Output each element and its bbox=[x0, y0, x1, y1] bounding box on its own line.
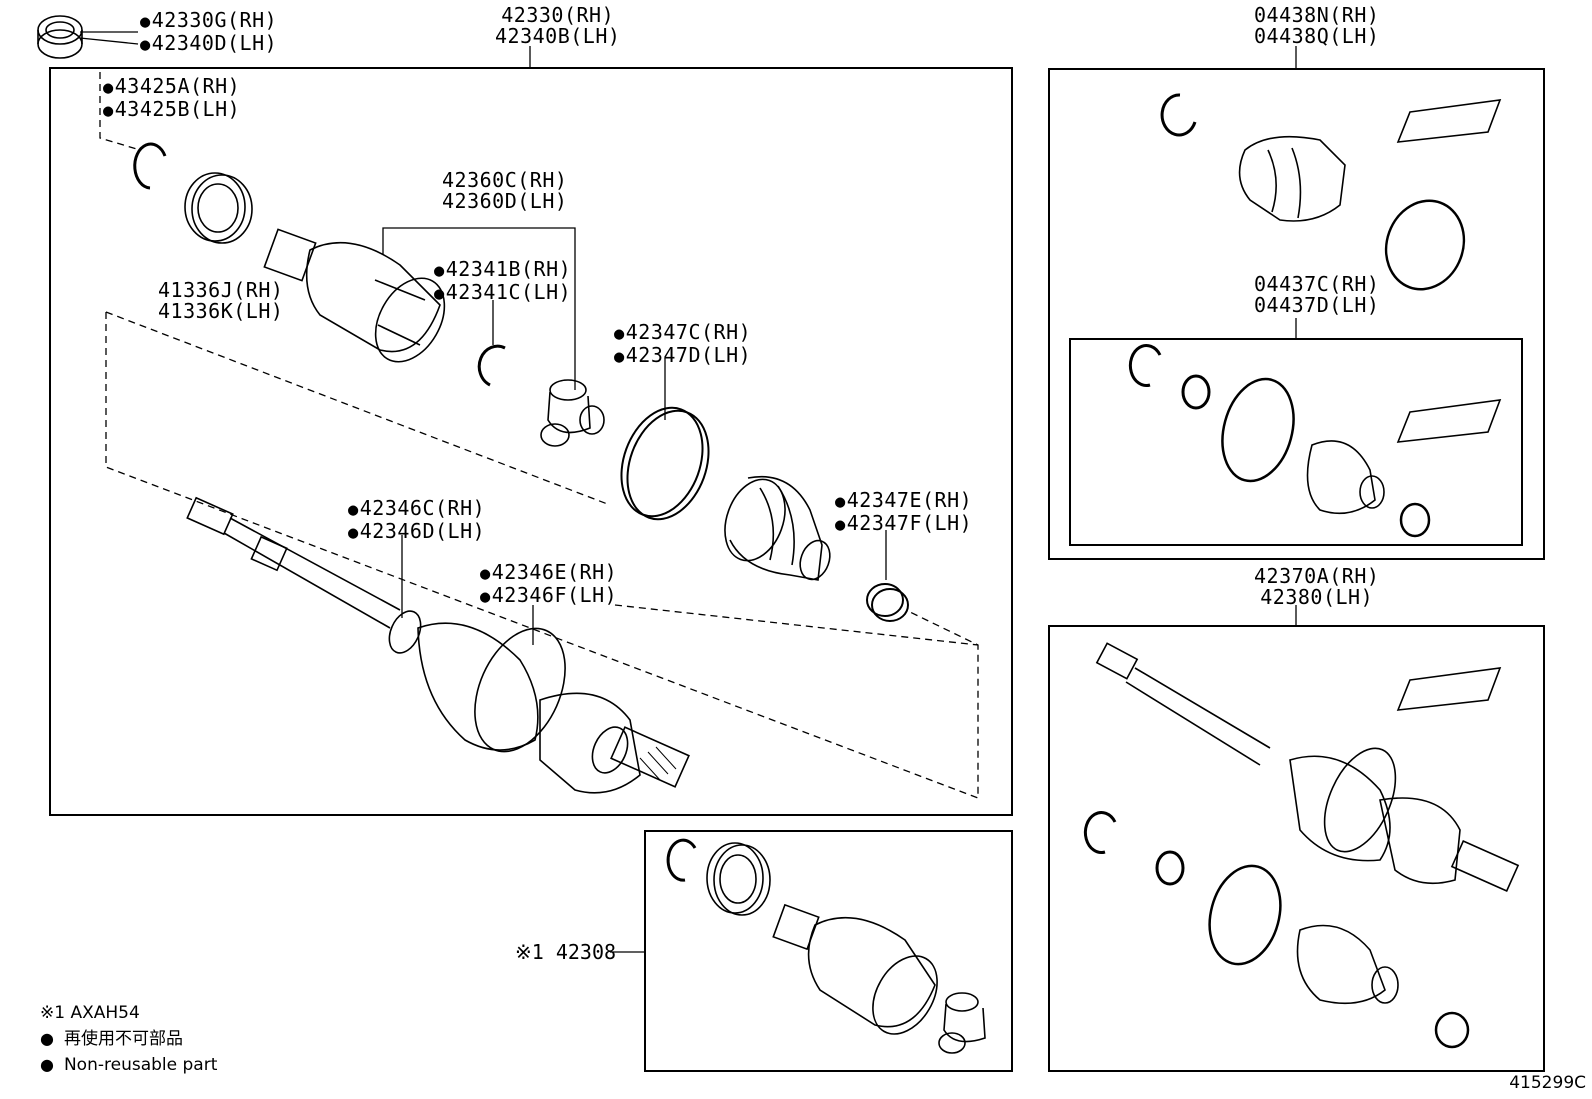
snap-ring-04438 bbox=[1160, 93, 1197, 137]
label-43425-rh: 43425A(RH) bbox=[103, 76, 240, 99]
legend-note1: ※1 AXAH54 bbox=[40, 1003, 140, 1023]
label-04437-lh: 04437D(LH) bbox=[1254, 293, 1380, 317]
legend-non-reusable-en-row: ● Non-reusable part bbox=[40, 1052, 217, 1078]
label-04438-lh: 04438Q(LH) bbox=[1254, 24, 1380, 48]
label-42308: ※1 42308 bbox=[515, 940, 617, 964]
tripod-joint bbox=[540, 379, 605, 447]
snap-ring-04437 bbox=[1128, 344, 1162, 387]
box-main-assembly bbox=[49, 67, 1013, 816]
driveshaft-assembly bbox=[186, 496, 690, 794]
seal-41336 bbox=[184, 172, 253, 244]
circlip-42341 bbox=[477, 344, 506, 387]
boot-42370 bbox=[1296, 924, 1399, 1005]
label-42370-rh: 42370A(RH) bbox=[1254, 564, 1380, 588]
ring-04437 bbox=[1181, 374, 1211, 410]
label-42346E-rh: 42346E(RH) bbox=[480, 562, 617, 585]
label-42346C-rh: 42346C(RH) bbox=[348, 498, 485, 521]
label-42347C-rh: 42347C(RH) bbox=[614, 322, 751, 345]
legend-non-reusable-jp: 再使用不可部品 bbox=[63, 1029, 183, 1049]
clamp-42347E bbox=[866, 583, 909, 622]
label-04437: 04437C(RH) 04437D(LH) bbox=[1254, 274, 1379, 316]
label-43425: 43425A(RH) 43425B(LH) bbox=[103, 76, 240, 122]
inner-joint-housing-42308 bbox=[772, 903, 938, 1035]
label-42341: 42341B(RH) 42341C(LH) bbox=[434, 259, 571, 305]
label-04438: 04438N(RH) 04438Q(LH) bbox=[1254, 5, 1379, 47]
legend-non-reusable-en: Non-reusable part bbox=[63, 1055, 218, 1075]
dashed-reference bbox=[99, 72, 979, 799]
box-alt-assembly bbox=[1048, 625, 1545, 1072]
cap-42330G bbox=[37, 15, 83, 59]
clamp-04438 bbox=[1384, 199, 1466, 291]
snap-ring-42308 bbox=[666, 838, 697, 882]
inner-joint-housing-42360 bbox=[263, 228, 446, 363]
label-42341-lh: 42341C(LH) bbox=[434, 282, 571, 305]
bullet-icon: ● bbox=[40, 1055, 54, 1074]
legend: ※1 AXAH54 ● 再使用不可部品 ● Non-reusable part bbox=[40, 1000, 217, 1078]
label-42360-rh: 42360C(RH) bbox=[442, 168, 568, 192]
seal-42308 bbox=[706, 842, 771, 916]
boot-04437 bbox=[1306, 440, 1385, 515]
label-42330G: 42330G(RH) 42340D(LH) bbox=[140, 10, 277, 56]
bullet-icon: ● bbox=[40, 1029, 54, 1048]
tripod-42308 bbox=[938, 992, 986, 1054]
label-42330: 42330(RH) 42340B(LH) bbox=[495, 5, 620, 47]
label-42360: 42360C(RH) 42360D(LH) bbox=[442, 170, 567, 212]
snap-ring-42370 bbox=[1083, 811, 1117, 854]
label-42347E-rh: 42347E(RH) bbox=[835, 490, 972, 513]
clamp-42370 bbox=[1208, 864, 1282, 966]
label-42346C-lh: 42346D(LH) bbox=[348, 521, 485, 544]
diagram-number: 415299C bbox=[1509, 1073, 1586, 1093]
label-42347E: 42347E(RH) 42347F(LH) bbox=[835, 490, 972, 536]
label-41336-rh: 41336J(RH) bbox=[158, 278, 284, 302]
label-42346C: 42346C(RH) 42346D(LH) bbox=[348, 498, 485, 544]
boot-outer-04438 bbox=[1238, 135, 1346, 222]
snap-ring-43425 bbox=[133, 142, 167, 190]
label-04438-rh: 04438N(RH) bbox=[1254, 3, 1380, 27]
label-42330G-lh: 42340D(LH) bbox=[140, 33, 277, 56]
ring-42370 bbox=[1155, 850, 1185, 886]
label-42330-lh: 42340B(LH) bbox=[495, 24, 621, 48]
label-42347E-lh: 42347F(LH) bbox=[835, 513, 972, 536]
box-inner-boot-kit bbox=[1069, 338, 1523, 546]
label-42346E-lh: 42346F(LH) bbox=[480, 585, 617, 608]
label-04437-rh: 04437C(RH) bbox=[1254, 272, 1380, 296]
label-42370-lh: 42380(LH) bbox=[1260, 585, 1374, 609]
clamp-42347C bbox=[620, 406, 710, 521]
label-42347C: 42347C(RH) 42347D(LH) bbox=[614, 322, 751, 368]
clamp-small-04437 bbox=[1399, 502, 1431, 538]
label-41336-lh: 41336K(LH) bbox=[158, 299, 284, 323]
box-inner-joint-variant bbox=[644, 830, 1013, 1072]
label-42330-rh: 42330(RH) bbox=[501, 3, 615, 27]
grease-pack-04438 bbox=[1396, 99, 1502, 143]
driveshaft-42370 bbox=[1095, 642, 1520, 893]
label-42370: 42370A(RH) 42380(LH) bbox=[1254, 566, 1379, 608]
boot-inner bbox=[724, 475, 831, 581]
clamp-04437 bbox=[1221, 377, 1295, 483]
label-42347C-lh: 42347D(LH) bbox=[614, 345, 751, 368]
label-42330G-rh: 42330G(RH) bbox=[140, 10, 277, 33]
clamp-small-42370 bbox=[1434, 1011, 1470, 1049]
legend-non-reusable-jp-row: ● 再使用不可部品 bbox=[40, 1026, 217, 1052]
grease-pack-04437 bbox=[1396, 399, 1502, 443]
label-42346E: 42346E(RH) 42346F(LH) bbox=[480, 562, 617, 608]
grease-pack-42370 bbox=[1396, 667, 1502, 711]
label-42341-rh: 42341B(RH) bbox=[434, 259, 571, 282]
label-42360-lh: 42360D(LH) bbox=[442, 189, 568, 213]
label-41336: 41336J(RH) 41336K(LH) bbox=[158, 280, 283, 322]
label-43425-lh: 43425B(LH) bbox=[103, 99, 240, 122]
leader-lines bbox=[79, 31, 1297, 953]
